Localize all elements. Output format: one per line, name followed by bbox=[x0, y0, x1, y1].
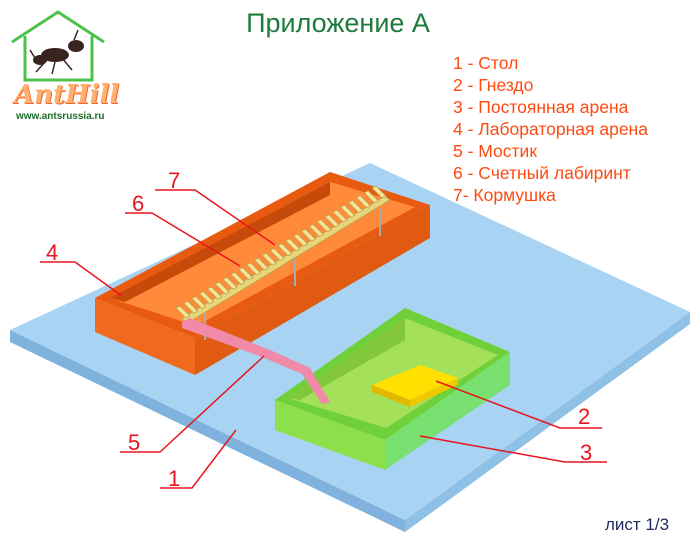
maze-tooth bbox=[293, 233, 309, 247]
legend-item: 3 - Постоянная арена bbox=[453, 97, 629, 117]
maze-tooth bbox=[222, 276, 238, 290]
maze-tooth bbox=[245, 262, 262, 276]
maze-tooth bbox=[285, 238, 301, 252]
label-5: 5 bbox=[128, 430, 141, 455]
maze-tooth bbox=[316, 219, 332, 233]
maze-tooth bbox=[238, 267, 254, 281]
maze-tooth bbox=[175, 305, 191, 319]
sheet-number: лист 1/3 bbox=[605, 515, 670, 534]
maze-tooth bbox=[340, 204, 356, 218]
counting-maze bbox=[175, 185, 391, 340]
maze-tooth bbox=[371, 185, 387, 199]
legend: 1 - Стол 2 - Гнездо 3 - Постоянная арена… bbox=[453, 52, 648, 206]
label-2: 2 bbox=[578, 404, 591, 429]
legend-item: 4 - Лабораторная арена bbox=[453, 119, 648, 139]
maze-tooth bbox=[347, 199, 364, 213]
maze-tooth bbox=[214, 281, 230, 295]
maze-tooth bbox=[253, 257, 269, 271]
logo-text: AntHill bbox=[14, 80, 120, 110]
legend-item: 5 - Мостик bbox=[453, 141, 537, 161]
maze-tooth bbox=[324, 214, 340, 228]
maze-tooth bbox=[300, 228, 317, 242]
leader-lines bbox=[40, 189, 607, 489]
page-title: Приложение А bbox=[246, 8, 430, 38]
logo-url[interactable]: www.antsrussia.ru bbox=[16, 111, 105, 122]
label-7: 7 bbox=[168, 168, 181, 193]
label-3: 3 bbox=[580, 440, 593, 465]
maze-tooth bbox=[198, 291, 215, 305]
legend-item: 7- Кормушка bbox=[453, 185, 556, 205]
maze-tooth bbox=[183, 300, 199, 314]
legend-item: 6 - Счетный лабиринт bbox=[453, 163, 631, 183]
table bbox=[10, 163, 690, 532]
maze-tooth bbox=[332, 209, 348, 223]
maze-tooth bbox=[230, 271, 246, 285]
maze-tooth bbox=[363, 190, 379, 204]
maze-tooth bbox=[308, 223, 324, 237]
label-6: 6 bbox=[132, 191, 145, 216]
maze-tooth bbox=[269, 247, 285, 261]
maze-tooth bbox=[191, 295, 207, 309]
legend-item: 2 - Гнездо bbox=[453, 75, 534, 95]
label-4: 4 bbox=[46, 240, 59, 265]
maze-tooth bbox=[206, 286, 222, 300]
label-1: 1 bbox=[168, 466, 181, 491]
legend-item: 1 - Стол bbox=[453, 53, 519, 73]
maze-tooth bbox=[261, 252, 277, 266]
maze-tooth bbox=[355, 195, 371, 209]
logo-icon bbox=[11, 10, 105, 82]
bridge bbox=[182, 318, 330, 404]
maze-tooth bbox=[277, 243, 293, 257]
permanent-arena bbox=[275, 308, 510, 470]
